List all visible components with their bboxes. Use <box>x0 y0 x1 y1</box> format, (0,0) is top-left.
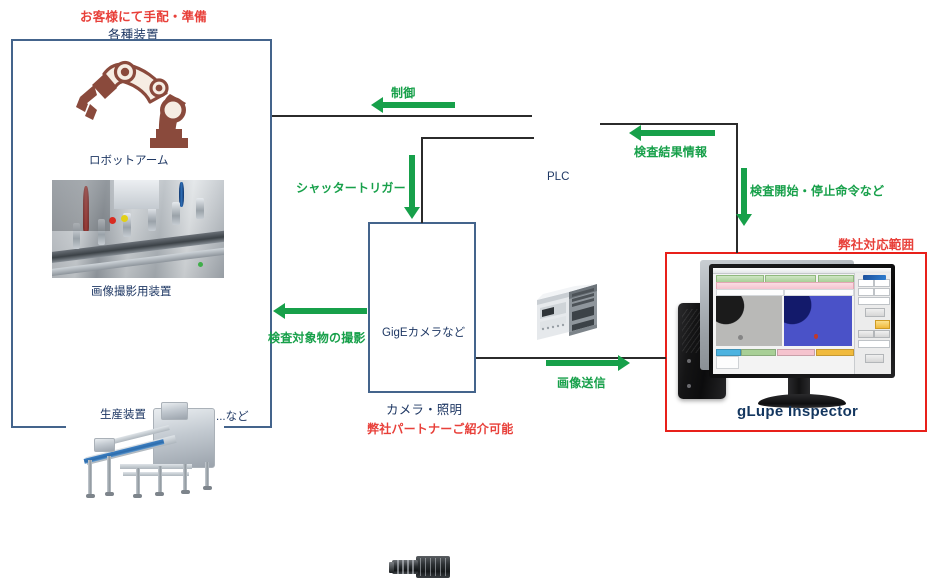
flow-arrow-capture-target-shaft <box>285 308 367 314</box>
capture-rig-label: 画像撮影用装置 <box>91 286 172 298</box>
glupe-software-ui <box>713 268 891 374</box>
robot-arm-label: ロボットアーム <box>89 155 169 167</box>
plc-module-icon <box>529 282 605 344</box>
connector-camera-to-glupe-h <box>476 357 666 359</box>
flow-label-shutter: シャッタートリガー <box>296 181 406 195</box>
diagram-canvas: お客様にて手配・準備 各種装置 <box>11 10 927 578</box>
flow-arrow-result-shaft <box>641 130 715 136</box>
industrial-camera-icon <box>389 556 450 578</box>
connector-plc-to-camera-h <box>421 137 534 139</box>
flow-label-capture-target: 検査対象物の撮影 <box>268 331 366 345</box>
production-machine-label: 生産装置 <box>100 409 146 421</box>
monitor-icon <box>700 260 896 410</box>
flow-arrow-shutter-shaft <box>409 155 415 207</box>
flow-arrow-image-send-shaft <box>546 360 618 366</box>
customer-prepared-note: お客様にて手配・準備 <box>80 10 208 24</box>
flow-arrow-control-shaft <box>383 102 455 108</box>
connector-glupe-to-plc-v <box>736 123 738 253</box>
machine-photo <box>52 180 224 278</box>
connector-plc-to-camera-v <box>421 137 423 223</box>
etc-label: ...など <box>216 411 249 423</box>
equipment-group-title: 各種装置 <box>108 28 159 42</box>
scope-note: 弊社対応範囲 <box>838 238 915 252</box>
plc-label: PLC <box>547 171 570 183</box>
flow-arrow-capture-target-head <box>273 303 285 319</box>
connector-plc-to-equipment <box>272 115 532 117</box>
flow-arrow-start-stop-head <box>736 214 752 226</box>
camera-lighting-box <box>368 222 476 393</box>
flow-arrow-shutter-head <box>404 207 420 219</box>
robot-arm-icon <box>66 52 206 160</box>
flow-label-result: 検査結果情報 <box>634 145 708 159</box>
flow-arrow-start-stop-shaft <box>741 168 747 214</box>
connector-glupe-to-plc-h <box>600 123 737 125</box>
partner-note: 弊社パートナーご紹介可能 <box>367 422 514 436</box>
flow-label-start-stop: 検査開始・停止命令など <box>750 184 885 198</box>
flow-arrow-result-head <box>629 125 641 141</box>
flow-label-image-send: 画像送信 <box>557 376 606 390</box>
camera-lighting-caption: カメラ・照明 <box>386 403 463 417</box>
flow-label-control: 制御 <box>391 86 416 100</box>
glupe-product-name: gLupe Inspector <box>737 403 859 420</box>
flow-arrow-control-head <box>371 97 383 113</box>
flow-arrow-image-send-head <box>618 355 630 371</box>
gige-camera-label: GigEカメラなど <box>382 327 466 339</box>
